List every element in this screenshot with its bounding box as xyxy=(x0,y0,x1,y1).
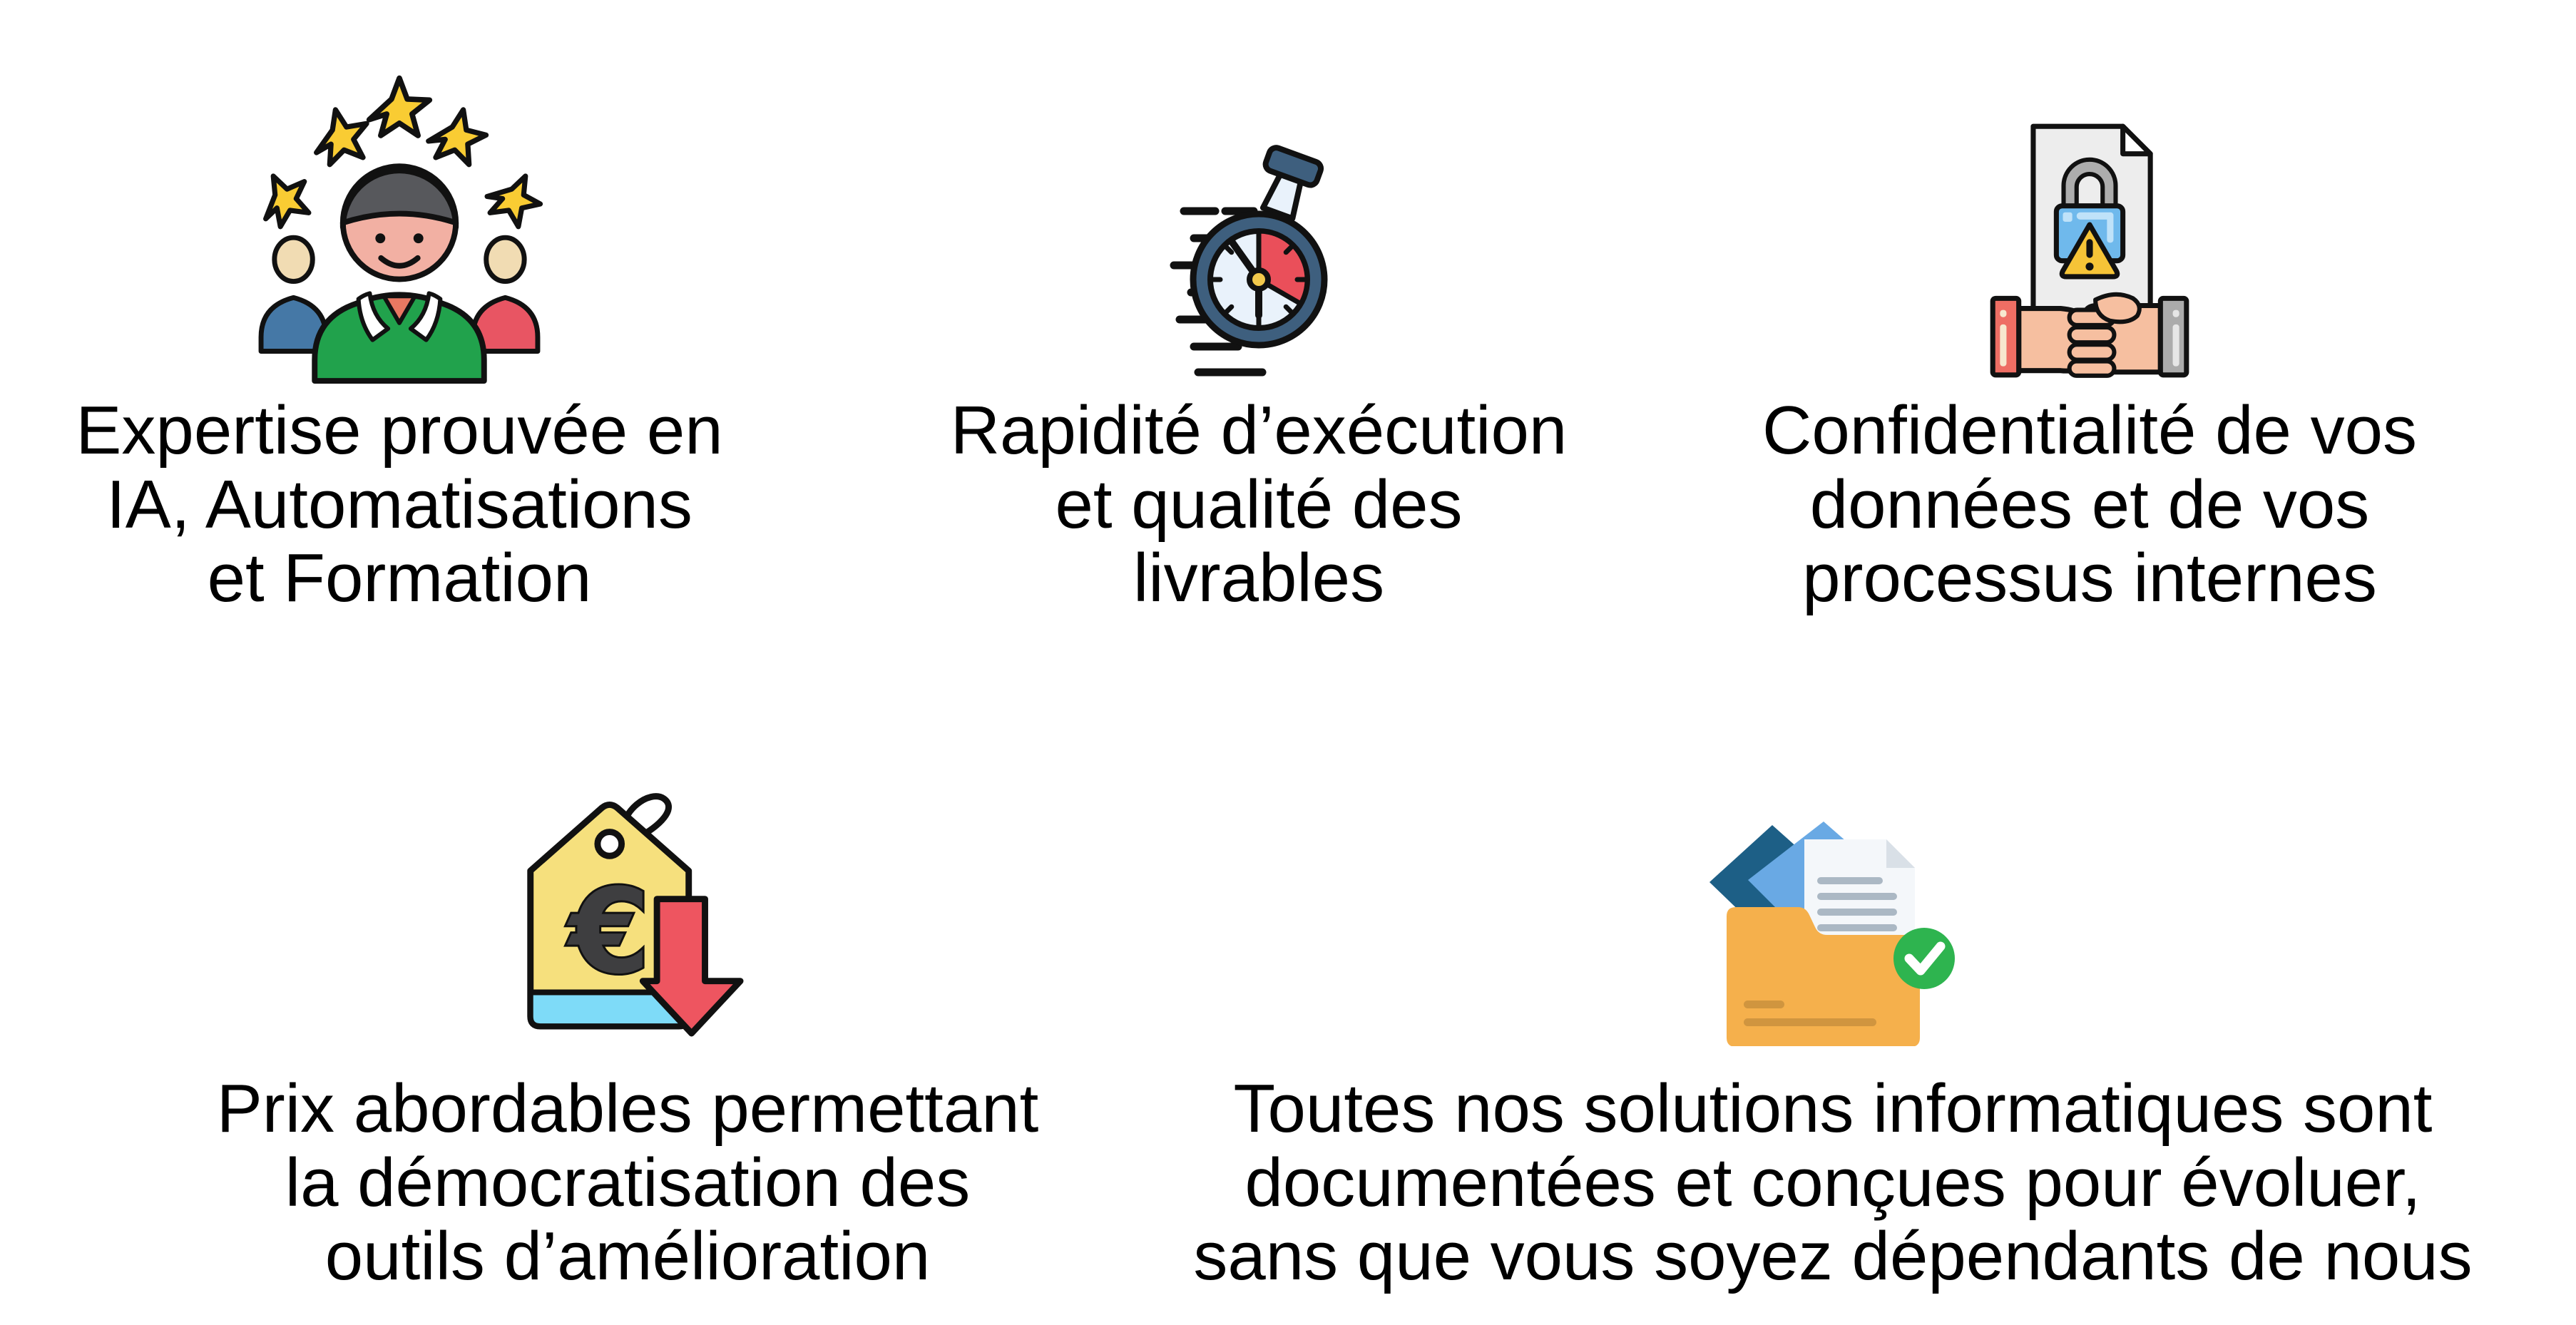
icon-wrap xyxy=(902,43,1615,385)
stopwatch-speed-icon xyxy=(1170,145,1328,377)
feature-caption: Toutes nos solutions informatiques sont … xyxy=(1193,1070,2473,1295)
confidential-handshake-icon xyxy=(1990,123,2189,378)
feature-caption: Prix abordables permettant la démocratis… xyxy=(216,1070,1039,1295)
svg-text:€: € xyxy=(566,864,650,1000)
feature-card-confidentialite: Confidentialité de vos données et de vos… xyxy=(1676,43,2503,615)
icon-wrap xyxy=(43,43,756,385)
feature-card-prix: € Prix abordables permettant la démocrat… xyxy=(93,781,1162,1294)
feature-caption: Confidentialité de vos données et de vos… xyxy=(1762,392,2417,617)
icon-wrap xyxy=(1155,781,2510,1046)
feature-caption: Expertise prouvée en IA, Automatisations… xyxy=(76,392,723,617)
feature-card-expertise: Expertise prouvée en IA, Automatisations… xyxy=(43,43,756,615)
documented-folder-check-icon xyxy=(1709,822,1955,1046)
feature-caption: Rapidité d’exécution et qualité des livr… xyxy=(950,392,1568,617)
feature-card-rapidite: Rapidité d’exécution et qualité des livr… xyxy=(902,43,1615,615)
icon-wrap xyxy=(1676,43,2503,385)
price-tag-euro-down-icon: € xyxy=(526,793,744,1037)
feature-card-solutions: Toutes nos solutions informatiques sont … xyxy=(1155,781,2510,1294)
customer-satisfaction-icon xyxy=(251,46,548,384)
icon-wrap: € xyxy=(93,781,1162,1046)
